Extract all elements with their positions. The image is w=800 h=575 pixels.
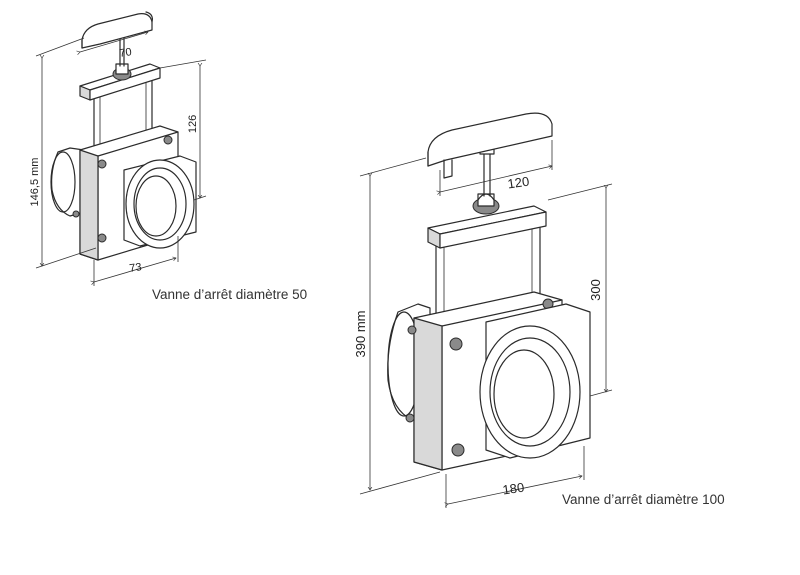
large-valve-dimensions <box>359 140 613 508</box>
large-height-label: 300 <box>588 279 603 301</box>
small-height-label: 126 <box>187 115 199 133</box>
small-total-height-label: 146,5 mm <box>29 158 41 207</box>
large-body-width-label: 180 <box>502 480 526 498</box>
large-valve-caption: Vanne d’arrêt diamètre 100 <box>562 492 725 507</box>
small-valve-dimensions <box>35 32 207 286</box>
small-handle-width-label: 70 <box>119 46 133 60</box>
small-body-width-label: 73 <box>129 261 143 275</box>
large-valve-drawing <box>387 112 591 471</box>
large-handle-width-label: 120 <box>507 174 531 192</box>
small-valve-caption: Vanne d’arrêt diamètre 50 <box>152 287 308 302</box>
large-total-height-label: 390 mm <box>353 311 368 358</box>
